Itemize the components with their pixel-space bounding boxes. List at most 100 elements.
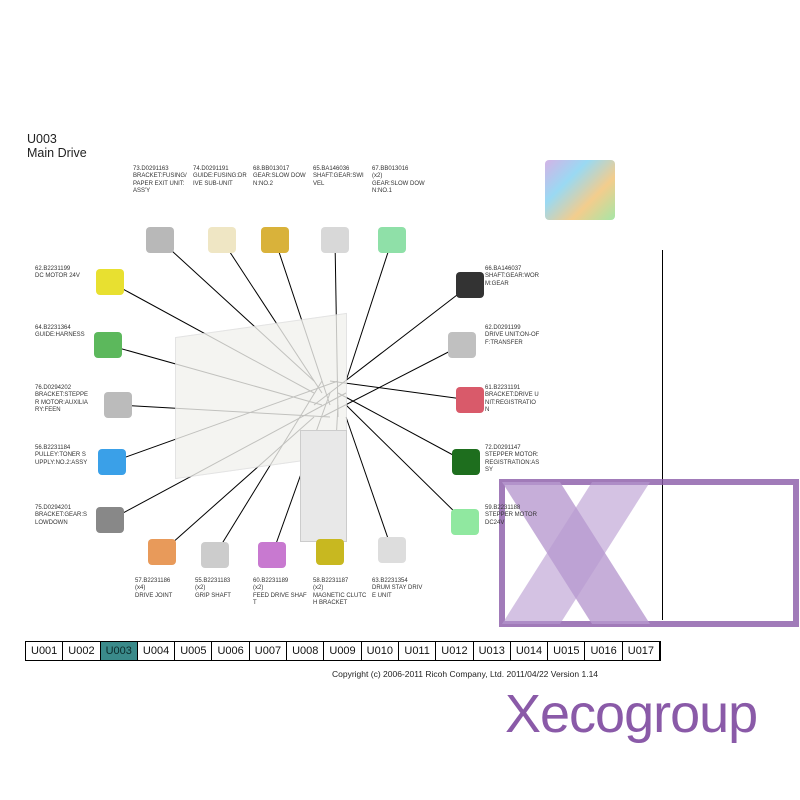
part-name: PULLEY:TONER S UPPLY:NO.2:ASSY [35,452,88,466]
part-name: DRUM STAY DRIV E UNIT [372,585,423,599]
tab-u002[interactable]: U002 [63,642,101,660]
part-name: DC MOTOR 24V [35,273,80,280]
part-image[interactable] [261,227,289,253]
part-name: GRIP SHAFT [195,592,231,599]
part-label: 55.B2231183(x2)GRIP SHAFT [195,578,251,600]
part-number: 72.D0291147 [485,445,521,451]
part-image[interactable] [456,387,484,413]
part-image[interactable] [378,227,406,253]
part-number: 55.B2231183 [195,578,231,584]
part-number: 76.D0294202 [35,385,72,391]
leader-line [345,239,393,382]
leader-line [329,380,471,401]
copyright-text: Copyright (c) 2006-2011 Ricoh Company, L… [332,669,599,679]
part-image[interactable] [96,507,124,533]
part-image[interactable] [448,332,476,358]
part-image[interactable] [456,272,484,298]
part-name: BRACKET:STEPPE R MOTOR:AUXILIA RY:FEEN [35,392,89,413]
tab-u017[interactable]: U017 [622,642,661,660]
watermark-text: Xecogroup [505,684,758,744]
part-image[interactable] [201,542,229,568]
tab-u014[interactable]: U014 [510,642,549,660]
page-title: U003 Main Drive [27,132,87,160]
tab-u010[interactable]: U010 [361,642,399,660]
part-name: GEAR:SLOW DOW N:NO.1 [372,180,425,194]
part-image[interactable] [208,227,236,253]
part-label: 58.B2231187(x2)MAGNETIC CLUTC H BRACKET [313,578,369,607]
part-image[interactable] [378,537,406,563]
tab-u005[interactable]: U005 [175,642,213,660]
part-number: 73.D0291163 [133,166,169,172]
part-name: DRIVE UNIT:ON-OF F:TRANSFER [485,332,540,346]
part-image[interactable] [146,227,174,253]
tab-u008[interactable]: U008 [287,642,325,660]
part-name: BRACKET:GEAR:S LOWDOWN [35,512,88,526]
part-image[interactable] [104,392,132,418]
part-number: 58.B2231187 [313,578,349,584]
leader-line [337,392,467,463]
part-name: SHAFT:GEAR:WOR M:GEAR [485,273,540,287]
part-name: GEAR:SLOW DOW N:NO.2 [253,173,306,187]
part-image[interactable] [451,509,479,535]
part-number: 62.D0291199 [485,325,521,331]
part-image[interactable] [96,269,124,295]
part-image[interactable] [258,542,286,568]
tab-u015[interactable]: U015 [548,642,586,660]
divider-line [662,250,663,620]
tab-u013[interactable]: U013 [473,642,511,660]
tab-u001[interactable]: U001 [26,642,64,660]
part-number: 66.BA146037 [485,266,522,272]
main-assembly-lower [300,430,347,542]
part-image[interactable] [316,539,344,565]
part-number: 57.B2231186 [135,578,171,584]
part-name: BRACKET:FUSING/ PAPER EXIT UNIT: ASS'Y [133,173,187,194]
tab-u016[interactable]: U016 [585,642,623,660]
part-name: SHAFT:GEAR:SWI VEL [313,173,364,187]
unit-code: U003 [27,132,57,146]
unit-title: Main Drive [27,146,87,160]
tab-u003[interactable]: U003 [100,642,138,660]
part-qty: (x4) [135,585,146,592]
part-qty: (x2) [372,173,383,180]
part-name: BRACKET:DRIVE U NIT:REGISTRATIO N [485,392,539,413]
tab-u012[interactable]: U012 [436,642,474,660]
part-number: 59.B2231188 [485,505,521,511]
part-number: 68.BB013017 [253,166,290,172]
tab-u006[interactable]: U006 [212,642,250,660]
tab-u011[interactable]: U011 [398,642,437,660]
part-name: DRIVE JOINT [135,592,173,599]
part-image[interactable] [321,227,349,253]
part-image[interactable] [148,539,176,565]
part-number: 74.D0291191 [193,166,229,172]
part-number: 67.BB013016 [372,166,409,172]
part-name: GUIDE:FUSING:DR IVE SUB-UNIT [193,173,247,187]
part-number: 65.BA146036 [313,166,350,172]
tab-u004[interactable]: U004 [137,642,176,660]
part-qty: (x2) [253,585,264,592]
tab-u007[interactable]: U007 [249,642,288,660]
part-label: 57.B2231186(x4)DRIVE JOINT [135,578,191,600]
part-image[interactable] [94,332,122,358]
part-number: 63.B2231354 [372,578,408,584]
part-name: GUIDE:HARNESS [35,332,85,339]
part-image[interactable] [452,449,480,475]
tab-u009[interactable]: U009 [324,642,362,660]
part-name: MAGNETIC CLUTC H BRACKET [313,592,367,606]
part-name: STEPPER MOTOR: REGISTRATION:AS SY [485,452,540,473]
part-image[interactable] [98,449,126,475]
part-name: FEED DRIVE SHAF T [253,592,307,606]
part-number: 62.B2231199 [35,266,71,272]
part-number: 61.B2231191 [485,385,521,391]
part-number: 75.D0294201 [35,505,72,511]
